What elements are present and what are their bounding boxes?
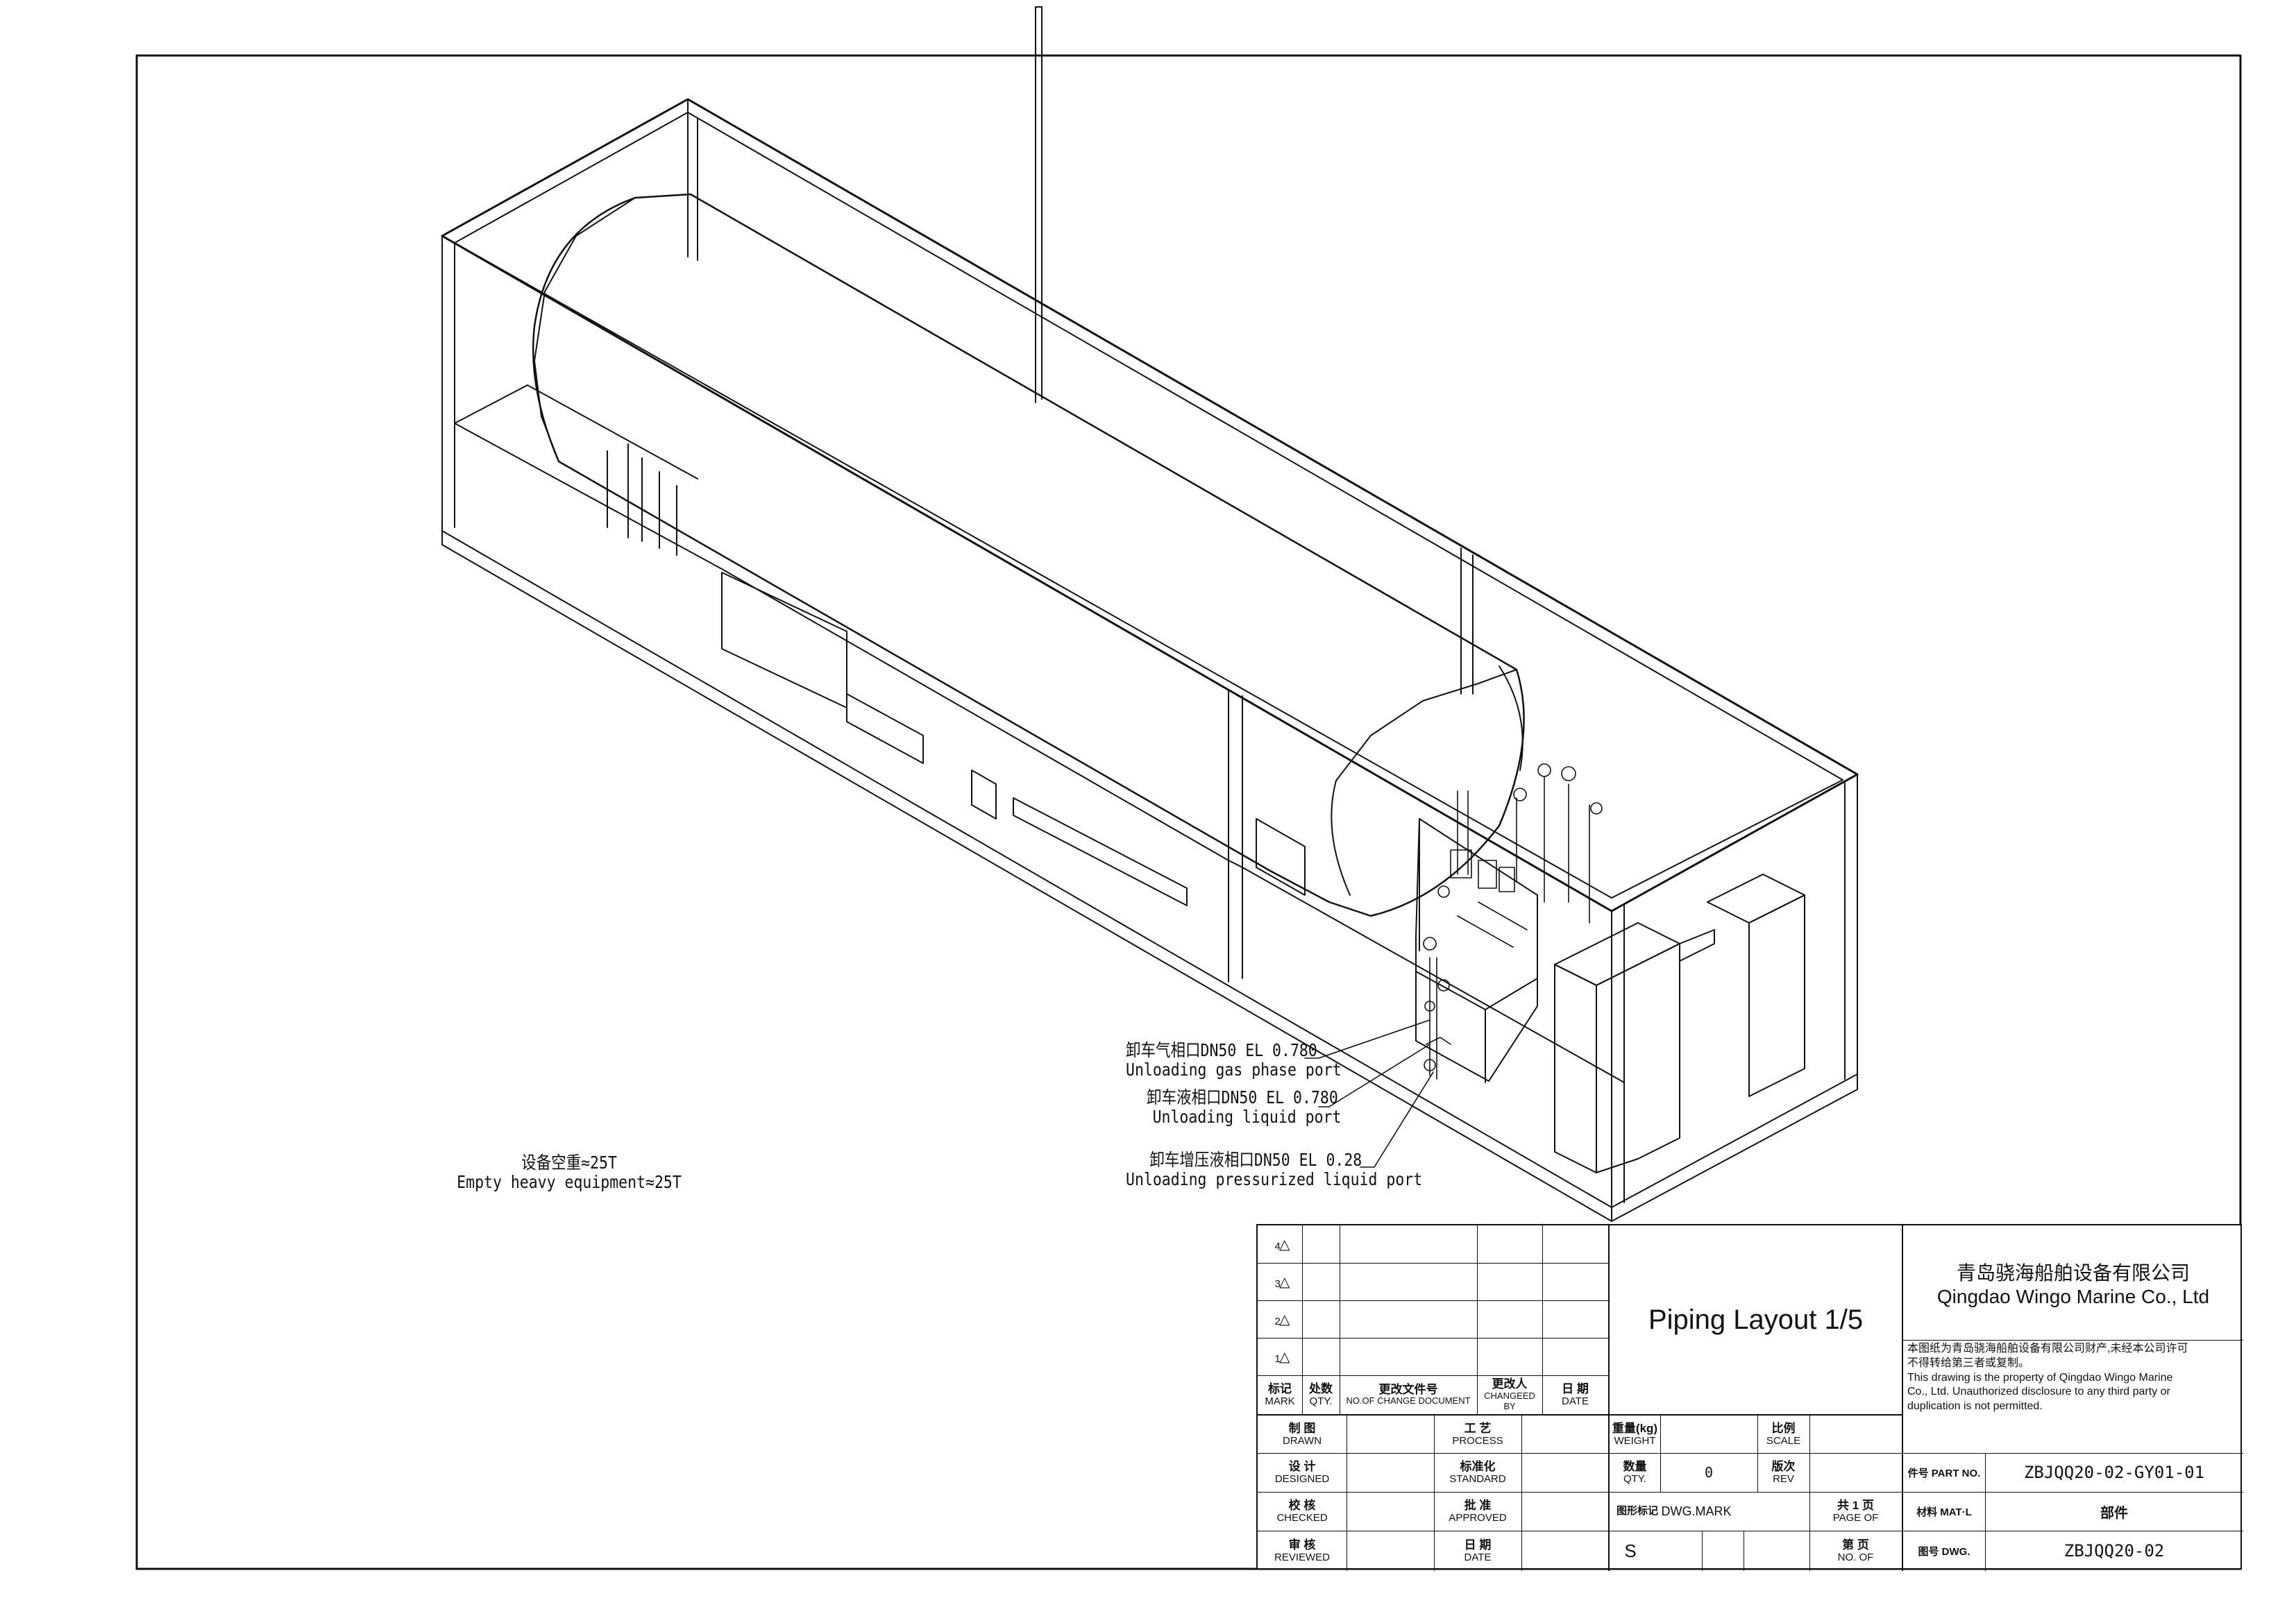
vent-stack bbox=[1035, 6, 1043, 403]
company-name-cn: 青岛骁海船舶设备有限公司 bbox=[1956, 1261, 2190, 1284]
drawing-title: Piping Layout 1/5 bbox=[1648, 1304, 1864, 1335]
sheet-border bbox=[135, 54, 2242, 1570]
dwg-mark-value: S bbox=[1624, 1540, 1637, 1561]
callout-pressurized-port: 卸车增压液相口DN50 EL 0.28 Unloading pressurize… bbox=[1126, 1150, 1422, 1189]
dwg-mark-label: 图形标记 DWG.MARK bbox=[1617, 1504, 1732, 1518]
container-frame bbox=[441, 98, 1859, 1222]
cabinets bbox=[1554, 874, 1805, 1173]
dwg-label: 图号 DWG. bbox=[1918, 1545, 1970, 1558]
empty-weight-note: 设备空重≈25T Empty heavy equipment≈25T bbox=[432, 1153, 707, 1191]
leader-lines bbox=[1304, 1019, 1434, 1168]
callout-gas-port-cn: 卸车气相口DN50 EL 0.780 bbox=[1126, 1040, 1317, 1060]
callout-gas-port-en: Unloading gas phase port bbox=[1126, 1059, 1342, 1080]
lng-tank bbox=[532, 193, 1525, 917]
material-label: 材料 MAT·L bbox=[1916, 1506, 1972, 1518]
callout-gas-port: 卸车气相口DN50 EL 0.780 Unloading gas phase p… bbox=[1126, 1041, 1342, 1079]
revision-mark-3: △3 bbox=[1274, 1274, 1290, 1290]
dwg-value: ZBJQQ20-02 bbox=[2063, 1541, 2165, 1561]
empty-weight-en: Empty heavy equipment≈25T bbox=[457, 1171, 682, 1192]
callout-liquid-port-cn: 卸车液相口DN50 EL 0.780 bbox=[1147, 1087, 1338, 1107]
process-skid bbox=[1415, 763, 1603, 1083]
revision-mark-2: △2 bbox=[1274, 1311, 1290, 1327]
part-no-label: 件号 PART NO. bbox=[1907, 1467, 1981, 1479]
revision-mark-1: △1 bbox=[1274, 1349, 1290, 1365]
callout-liquid-port-en: Unloading liquid port bbox=[1152, 1106, 1342, 1127]
property-notice: 本图纸为青岛骁海船舶设备有限公司财产,未经本公司许可 不得转给第三者或复制。 T… bbox=[1907, 1343, 2188, 1413]
qty-value: 0 bbox=[1704, 1464, 1714, 1481]
part-no-value: ZBJQQ20-02-GY01-01 bbox=[2023, 1463, 2205, 1482]
revision-mark-4: △4 bbox=[1274, 1237, 1290, 1252]
tank-supports bbox=[721, 572, 1306, 906]
callout-pressurized-port-en: Unloading pressurized liquid port bbox=[1126, 1169, 1423, 1189]
callout-pressurized-port-cn: 卸车增压液相口DN50 EL 0.28 bbox=[1149, 1150, 1362, 1170]
callout-liquid-port: 卸车液相口DN50 EL 0.780 Unloading liquid port bbox=[1147, 1088, 1341, 1126]
weight-label: 重量(kg)WEIGHT bbox=[1612, 1421, 1658, 1447]
empty-weight-cn: 设备空重≈25T bbox=[521, 1153, 617, 1173]
material-value: 部件 bbox=[2100, 1505, 2128, 1521]
company-name: 青岛骁海船舶设备有限公司 Qingdao Wingo Marine Co., L… bbox=[1903, 1225, 2243, 1340]
company-name-en: Qingdao Wingo Marine Co., Ltd bbox=[1936, 1285, 2210, 1307]
